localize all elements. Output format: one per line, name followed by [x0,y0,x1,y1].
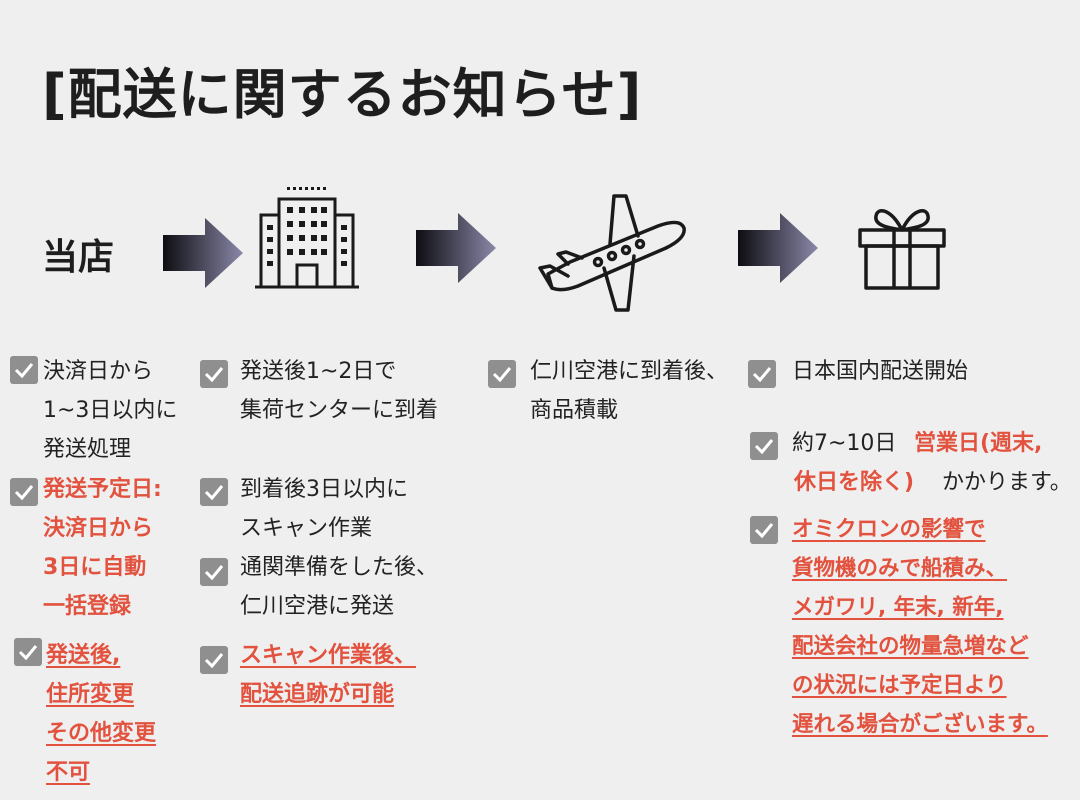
col2-item4-text: スキャン作業後、 配送追跡が可能 [240,643,417,707]
col2-item3-text: 通関準備をした後、 仁川空港に発送 [240,555,439,619]
arrow-right-icon [163,218,243,288]
check-icon [10,356,38,384]
gift-box-icon [858,209,946,290]
col4-item2-suffix: かかります。 [942,470,1072,495]
page-title: [配送に関するお知らせ] [42,63,643,126]
check-icon [200,360,228,388]
arrow-right-icon [416,213,496,283]
col4-item2-red2: 休日を除く) [794,470,915,495]
origin-label: 当店 [42,237,115,278]
check-icon [14,638,42,666]
col2-item2-text: 到着後3日以内に スキャン作業 [240,477,408,541]
check-icon [200,646,228,674]
col4-item2-prefix: 約7~10日 [792,431,897,456]
col4-item2-red1: 営業日(週末, [914,431,1043,456]
col3-item1-text: 仁川空港に到着後、 商品積載 [530,359,729,423]
col1-item3-text: 発送後, 住所変更 その他変更 不可 [46,643,157,785]
check-icon [750,432,778,460]
building-icon [255,187,359,289]
arrow-right-icon [738,213,818,283]
airplane-icon [538,194,686,312]
check-icon [748,360,776,388]
col1-item1-text: 決済日から 1~3日以内に 発送処理 [43,359,178,462]
col2-item1-text: 発送後1~2日で 集荷センターに到着 [240,359,439,423]
check-icon [750,516,778,544]
col1-item2-text: 発送予定日: 決済日から 3日に自動 一括登録 [43,477,162,619]
col4-item1-text: 日本国内配送開始 [792,359,969,384]
check-icon [488,360,516,388]
check-icon [200,478,228,506]
check-icon [10,478,38,506]
check-icon [200,558,228,586]
col4-item3-text: オミクロンの影響で 貨物機のみで船積み、 メガワリ, 年末, 新年, 配送会社の… [792,517,1048,737]
